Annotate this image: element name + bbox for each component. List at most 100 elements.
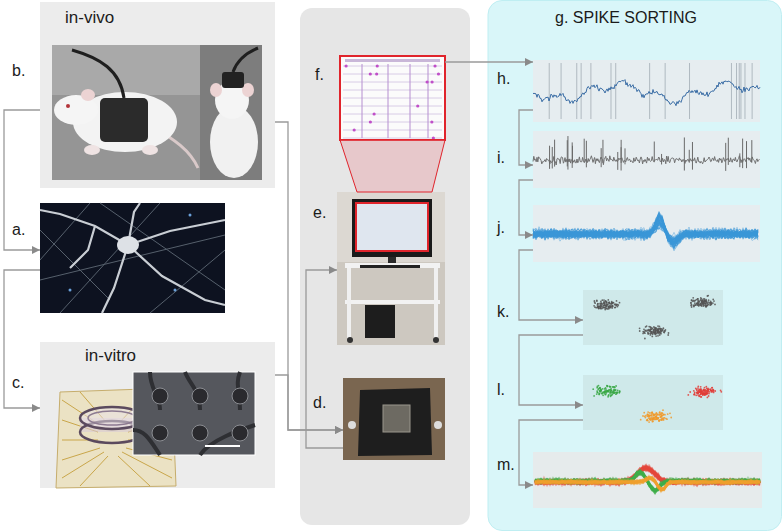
spike-waveform: [533, 212, 758, 251]
cluster-point: [606, 386, 608, 388]
feature-point: [655, 328, 657, 330]
feature-point: [709, 302, 711, 304]
sorted-waveform: [535, 478, 760, 491]
spike-event: [728, 138, 729, 165]
sorted-waveform: [535, 472, 760, 490]
waveform-ground: [533, 205, 760, 262]
cluster-point: [605, 387, 607, 389]
feature-point: [643, 328, 645, 330]
sorted-waveform: [535, 477, 760, 491]
cluster-point: [606, 385, 608, 387]
feature-point: [653, 329, 655, 331]
cluster-point: [598, 393, 600, 395]
cluster-point: [656, 418, 658, 420]
cluster-point: [609, 386, 611, 388]
sorted-waveform: [535, 470, 760, 490]
feature-point: [692, 297, 694, 299]
feature-point: [667, 334, 669, 336]
sorted-waveform: [535, 472, 760, 492]
cluster-point: [710, 389, 712, 391]
feature-point: [650, 327, 652, 329]
feature-point: [597, 306, 599, 308]
cluster-point: [616, 391, 618, 393]
spike-event: [689, 150, 690, 163]
spike-markers: [550, 136, 752, 171]
feature-point: [606, 301, 608, 303]
spike-waveform: [533, 211, 758, 248]
cluster-point: [705, 386, 707, 388]
cluster-point: [644, 415, 646, 417]
spike-event: [739, 153, 740, 167]
feature-point: [695, 304, 697, 306]
cluster-point: [702, 394, 704, 396]
feature-point: [606, 304, 608, 306]
feature-point: [601, 308, 603, 310]
cluster-point: [702, 393, 704, 395]
feature-point: [714, 304, 716, 306]
cluster-point: [613, 386, 615, 388]
spike-waveform: [533, 214, 758, 247]
feature-point: [612, 302, 614, 304]
channel-grid: [343, 64, 442, 140]
cluster-point: [707, 391, 709, 393]
cluster-point: [711, 387, 713, 389]
feature-point: [653, 332, 655, 334]
cluster-point: [592, 388, 594, 390]
axon-fibres: [40, 203, 225, 313]
cluster-point: [648, 415, 650, 417]
panel-heading: in-vivo: [65, 8, 114, 28]
tether-cable: [72, 50, 124, 98]
sorted-waveform: [535, 473, 760, 491]
feature-point: [708, 303, 710, 305]
feature-point: [661, 330, 663, 332]
feature-point: [697, 298, 699, 300]
spike-sorting-panel-ground: [488, 1, 782, 531]
sorted-waveform: [535, 471, 760, 491]
keyboard: [360, 265, 420, 268]
head-cap: [222, 72, 244, 88]
feature-point: [650, 332, 652, 334]
electrode: [232, 425, 248, 441]
cluster-point: [696, 392, 698, 394]
cluster-point: [597, 392, 599, 394]
feature-point: [704, 298, 706, 300]
spike-waveform: [533, 214, 758, 248]
spike-sorting-panel: g. SPIKE SORTINGh.i.j.k.l.m.: [488, 0, 782, 531]
sorted-waveform: [535, 473, 760, 491]
monitor-screen: [356, 203, 428, 251]
cluster-point: [618, 392, 620, 394]
event-dot: [437, 72, 440, 75]
sorted-waveform: [535, 472, 760, 493]
feature-point: [694, 304, 696, 306]
panel-letter: j.: [497, 219, 505, 237]
cluster-point: [614, 392, 616, 394]
electrode: [232, 388, 248, 404]
feature-point: [611, 305, 613, 307]
feature-point: [690, 305, 692, 307]
cluster-point: [699, 391, 701, 393]
feature-point: [668, 332, 670, 334]
feature-point: [657, 329, 659, 331]
feature-point: [614, 303, 616, 305]
flow-arrow: [519, 420, 583, 485]
sorted-waveform: [535, 476, 760, 491]
feature-point: [707, 295, 709, 297]
cluster-point: [613, 390, 615, 392]
channel-line: [343, 122, 442, 123]
feature-point: [651, 332, 653, 334]
cluster-point: [656, 418, 658, 420]
cluster-point: [647, 415, 649, 417]
feature-point: [697, 303, 699, 305]
spike-event: [586, 141, 587, 168]
spike-marker: [665, 63, 666, 119]
cluster-point: [615, 385, 617, 387]
sorted-waveforms: [535, 465, 760, 493]
event-dot: [430, 120, 433, 123]
rat-photo: [52, 45, 262, 180]
cluster-point: [661, 415, 663, 417]
cluster-point: [608, 395, 610, 397]
cluster-point: [652, 413, 654, 415]
feature-point: [651, 327, 653, 329]
channel-line: [343, 130, 442, 131]
